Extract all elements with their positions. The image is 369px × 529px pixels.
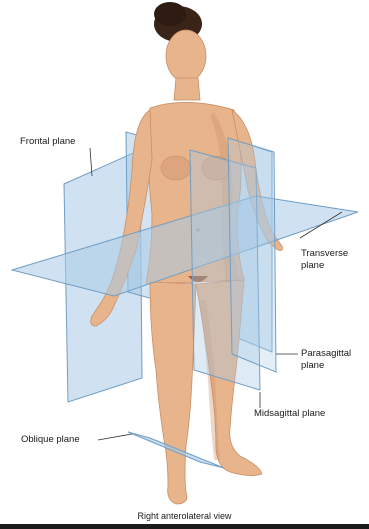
oblique-plane-label: Oblique plane xyxy=(21,434,80,445)
bottom-rule xyxy=(0,524,369,529)
transverse-plane-label-line2: plane xyxy=(301,260,324,271)
midsagittal-plane-label: Midsagittal plane xyxy=(254,408,325,419)
parasagittal-plane-label-line2: plane xyxy=(301,360,324,371)
parasagittal-plane-label-line1: Parasagittal xyxy=(301,348,351,359)
parasagittal-plane xyxy=(228,138,276,372)
transverse-plane-label-line1: Transverse xyxy=(301,248,348,259)
view-caption: Right anterolateral view xyxy=(0,511,369,521)
frontal-plane-label: Frontal plane xyxy=(20,136,75,147)
